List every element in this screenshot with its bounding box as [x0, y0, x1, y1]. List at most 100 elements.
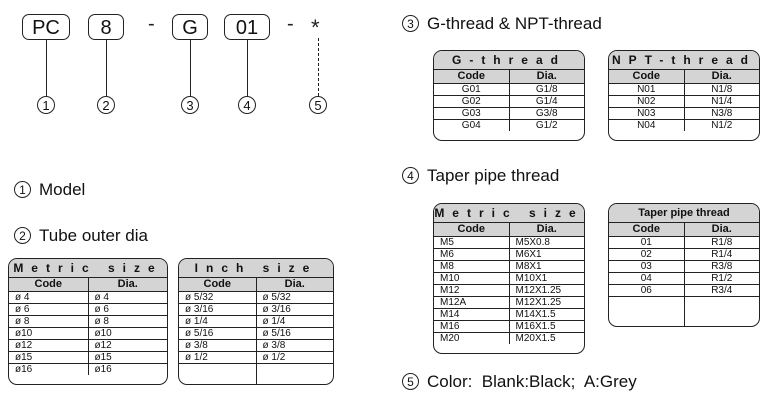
table-header: Code Dia.	[609, 70, 759, 84]
cell: R1/2	[711, 273, 733, 284]
cell: 06	[609, 285, 685, 296]
table-row: ø 4 ø 4	[9, 292, 167, 304]
heading-label: Tube outer dia	[39, 226, 148, 245]
cell: M14	[434, 309, 510, 320]
cell: ø 3/8	[179, 340, 257, 351]
cell: N02	[609, 96, 685, 107]
cell: ø 3/16	[262, 304, 291, 315]
cell: ø 5/32	[262, 292, 291, 303]
cell: N03	[609, 108, 685, 119]
col-dia: Dia.	[711, 70, 732, 82]
cell: N01	[609, 84, 685, 95]
table-row: M6 M6X1	[434, 249, 584, 261]
cell: ø 6	[94, 304, 109, 315]
table-title: Metric size	[434, 204, 584, 223]
cell: M10	[434, 273, 510, 284]
table-empty-row	[179, 364, 333, 384]
cell: R1/8	[711, 237, 733, 248]
table-row: ø12 ø12	[9, 340, 167, 352]
code-segment-tube: 8	[88, 14, 124, 40]
cell: R1/4	[711, 249, 733, 260]
cell: N3/8	[711, 108, 733, 119]
cell: ø 4	[94, 292, 109, 303]
cell: ø15	[9, 352, 89, 363]
cell: ø 1/4	[179, 316, 257, 327]
table-header: Code Dia.	[434, 223, 584, 237]
col-code: Code	[179, 278, 257, 291]
cell: M6X1	[515, 249, 542, 260]
cell: N1/8	[711, 84, 733, 95]
cell: G1/8	[535, 84, 558, 95]
cell: N1/2	[711, 120, 733, 131]
heading-label: Model	[39, 180, 86, 199]
num-badge: 4	[402, 167, 419, 184]
col-code: Code	[434, 223, 510, 236]
heading-label: Taper pipe thread	[427, 166, 560, 185]
col-code: Code	[609, 223, 685, 236]
col-dia: Dia.	[536, 223, 557, 235]
cell: ø 6	[9, 304, 89, 315]
col-dia: Dia.	[117, 278, 138, 290]
table-header: Code Dia.	[9, 278, 167, 292]
cell: ø16	[94, 364, 112, 375]
cell: 02	[609, 249, 685, 260]
cell: R3/8	[711, 261, 733, 272]
cell: M6	[434, 249, 510, 260]
cell: 03	[609, 261, 685, 272]
cell: ø 4	[9, 292, 89, 303]
cell: ø16	[9, 364, 89, 375]
code-dash: -	[148, 13, 155, 35]
cell: G02	[434, 96, 510, 107]
col-code: Code	[434, 70, 510, 83]
cell: G03	[434, 108, 510, 119]
cell: M5X0.8	[515, 237, 550, 248]
cell: M14X1.5	[515, 309, 556, 320]
cell: ø 1/4	[262, 316, 286, 327]
cell: N1/4	[711, 96, 733, 107]
table-title: Metric size	[9, 259, 167, 278]
marker-5: 5	[309, 96, 327, 114]
leader-line	[247, 40, 248, 96]
heading-taper-pipe-thread: 4 Taper pipe thread	[402, 166, 559, 186]
leader-line	[106, 40, 107, 96]
table-row: 02 R1/4	[609, 249, 759, 261]
cell: G1/2	[535, 120, 558, 131]
col-dia: Dia.	[284, 278, 305, 290]
table-row: N01 N1/8	[609, 84, 759, 96]
cell: M8X1	[515, 261, 542, 272]
table-title: Inch size	[179, 259, 333, 278]
cell: M12X1.25	[515, 297, 562, 308]
table-row: ø 1/4 ø 1/4	[179, 316, 333, 328]
table-title: G-thread	[434, 51, 584, 70]
cell: ø12	[94, 340, 112, 351]
code-segment-taper: 01	[224, 14, 270, 40]
cell: ø12	[9, 340, 89, 351]
table-header: Code Dia.	[434, 70, 584, 84]
marker-3: 3	[181, 96, 199, 114]
cell: ø 3/8	[262, 340, 286, 351]
cell: N04	[609, 120, 685, 131]
cell: ø15	[94, 352, 112, 363]
cell: M12X1.25	[515, 285, 562, 296]
cell: M20X1.5	[515, 333, 556, 344]
heading-label: Color: Blank:Black; A:Grey	[427, 372, 637, 391]
